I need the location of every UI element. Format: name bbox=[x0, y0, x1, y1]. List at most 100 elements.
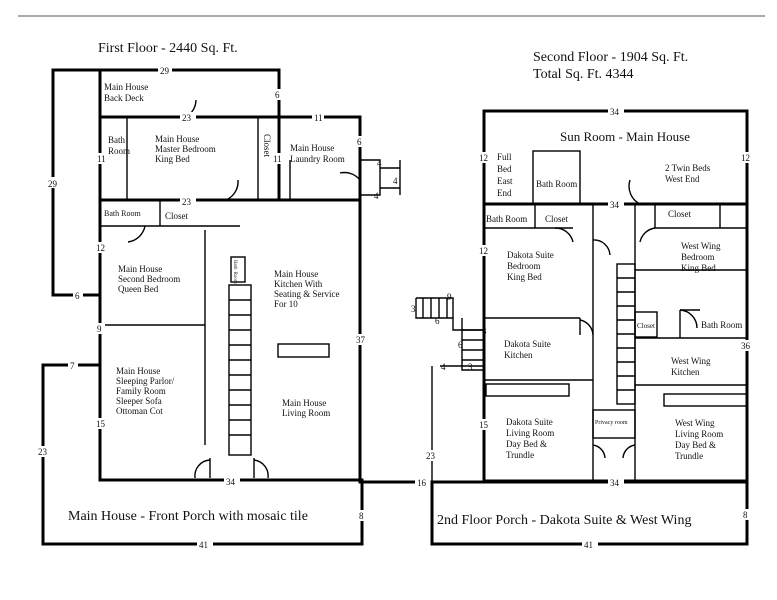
svg-text:11: 11 bbox=[314, 113, 323, 123]
bath-tiny-label: Bath bbox=[232, 260, 237, 270]
first-floor-dimensions: 29 29 6 23 11 6 4 4 4 11 11 23 12 6 9 7 … bbox=[36, 64, 431, 550]
svg-text:3: 3 bbox=[411, 304, 416, 314]
svg-text:3: 3 bbox=[482, 326, 487, 336]
west-wing-counter bbox=[663, 393, 748, 407]
stair-treads-1 bbox=[229, 299, 251, 436]
dakota-counter bbox=[485, 383, 570, 397]
main-house-outline bbox=[98, 198, 362, 482]
svg-text:37: 37 bbox=[356, 335, 366, 345]
svg-text:6: 6 bbox=[75, 291, 80, 301]
first-floor-stairs bbox=[228, 284, 252, 456]
svg-text:6: 6 bbox=[458, 340, 463, 350]
second-porch-label: 2nd Floor Porch - Dakota Suite & West Wi… bbox=[437, 513, 691, 528]
west-bedroom-label: West Wing bbox=[681, 241, 721, 251]
svg-text:8: 8 bbox=[359, 511, 364, 521]
bath-left-label: Bath Room bbox=[486, 214, 527, 224]
svg-text:4: 4 bbox=[374, 191, 379, 201]
svg-text:15: 15 bbox=[479, 420, 489, 430]
sun-room-label: Sun Room - Main House bbox=[560, 129, 690, 144]
svg-text:BathRoom: BathRoom bbox=[108, 135, 130, 156]
dakota-kitchen-label: Dakota Suite bbox=[504, 339, 551, 349]
svg-text:9: 9 bbox=[447, 292, 452, 302]
west-living-label: West Wing bbox=[675, 418, 715, 428]
kitchen-counter bbox=[277, 343, 330, 358]
closet-left-label: Closet bbox=[545, 214, 569, 224]
closet-label: Closet bbox=[165, 211, 189, 221]
svg-text:BathRoom: BathRoom bbox=[232, 260, 237, 284]
svg-text:23: 23 bbox=[182, 113, 192, 123]
svg-text:8: 8 bbox=[743, 510, 748, 520]
kitchen-label: Main House bbox=[274, 269, 318, 279]
svg-text:34: 34 bbox=[610, 200, 620, 210]
bath-room-small-label: Bath Room bbox=[104, 209, 141, 218]
svg-text:23: 23 bbox=[38, 447, 48, 457]
svg-text:23: 23 bbox=[426, 451, 436, 461]
svg-text:36: 36 bbox=[741, 341, 751, 351]
svg-text:29: 29 bbox=[48, 179, 58, 189]
stair-treads-2 bbox=[617, 277, 635, 391]
back-deck-label: Main House bbox=[104, 82, 148, 92]
living-room-label: Main House bbox=[282, 398, 326, 408]
svg-text:4: 4 bbox=[441, 362, 446, 372]
west-kitchen-label: West Wing bbox=[671, 356, 711, 366]
master-bedroom-label: Main House bbox=[155, 134, 199, 144]
dakota-living-label: Dakota Suite bbox=[506, 417, 553, 427]
svg-text:12: 12 bbox=[479, 246, 488, 256]
back-deck-left bbox=[51, 68, 102, 297]
front-porch-outline bbox=[41, 363, 364, 546]
svg-text:6: 6 bbox=[275, 90, 280, 100]
second-floor-heading: Second Floor - 1904 Sq. Ft. bbox=[533, 50, 688, 65]
svg-text:9: 9 bbox=[97, 324, 102, 334]
svg-text:12: 12 bbox=[479, 153, 488, 163]
full-bed-label: Full bbox=[497, 152, 512, 162]
svg-text:11: 11 bbox=[97, 154, 106, 164]
twin-beds-label: 2 Twin Beds bbox=[665, 163, 711, 173]
svg-text:34: 34 bbox=[226, 477, 236, 487]
svg-text:41: 41 bbox=[584, 540, 593, 550]
closet-right-label: Closet bbox=[668, 209, 692, 219]
svg-text:29: 29 bbox=[160, 66, 170, 76]
dakota-bedroom-label: Dakota Suite bbox=[507, 250, 554, 260]
svg-text:4: 4 bbox=[377, 158, 382, 168]
second-bedroom-label: Main House bbox=[118, 264, 162, 274]
west-bath-label: Bath Room bbox=[701, 320, 742, 330]
svg-text:7: 7 bbox=[70, 361, 75, 371]
closet-vertical-label: Closet bbox=[262, 134, 272, 158]
svg-text:34: 34 bbox=[610, 107, 620, 117]
laundry-room-label: Main House bbox=[290, 143, 334, 153]
svg-text:23: 23 bbox=[182, 197, 192, 207]
svg-text:34: 34 bbox=[610, 478, 620, 488]
svg-text:3: 3 bbox=[468, 362, 473, 372]
svg-text:11: 11 bbox=[273, 154, 282, 164]
svg-text:6: 6 bbox=[357, 137, 362, 147]
front-porch-label: Main House - Front Porch with mosaic til… bbox=[68, 509, 308, 524]
bath-room-left-label: Bath bbox=[108, 135, 125, 145]
svg-text:12: 12 bbox=[741, 153, 750, 163]
svg-text:15: 15 bbox=[96, 419, 106, 429]
first-floor-heading: First Floor - 2440 Sq. Ft. bbox=[98, 41, 238, 56]
svg-text:6: 6 bbox=[435, 316, 440, 326]
sleeping-parlor-label: Main House bbox=[116, 366, 160, 376]
total-sqft: Total Sq. Ft. 4344 bbox=[533, 67, 634, 82]
closet-small-label: Closet bbox=[637, 322, 655, 330]
second-floor-dimensions: 34 12 12 34 12 9 3 6 3 6 4 3 36 15 23 34… bbox=[411, 106, 755, 550]
sun-bath-label: Bath Room bbox=[536, 179, 577, 189]
svg-text:4: 4 bbox=[393, 176, 398, 186]
svg-text:12: 12 bbox=[96, 243, 105, 253]
